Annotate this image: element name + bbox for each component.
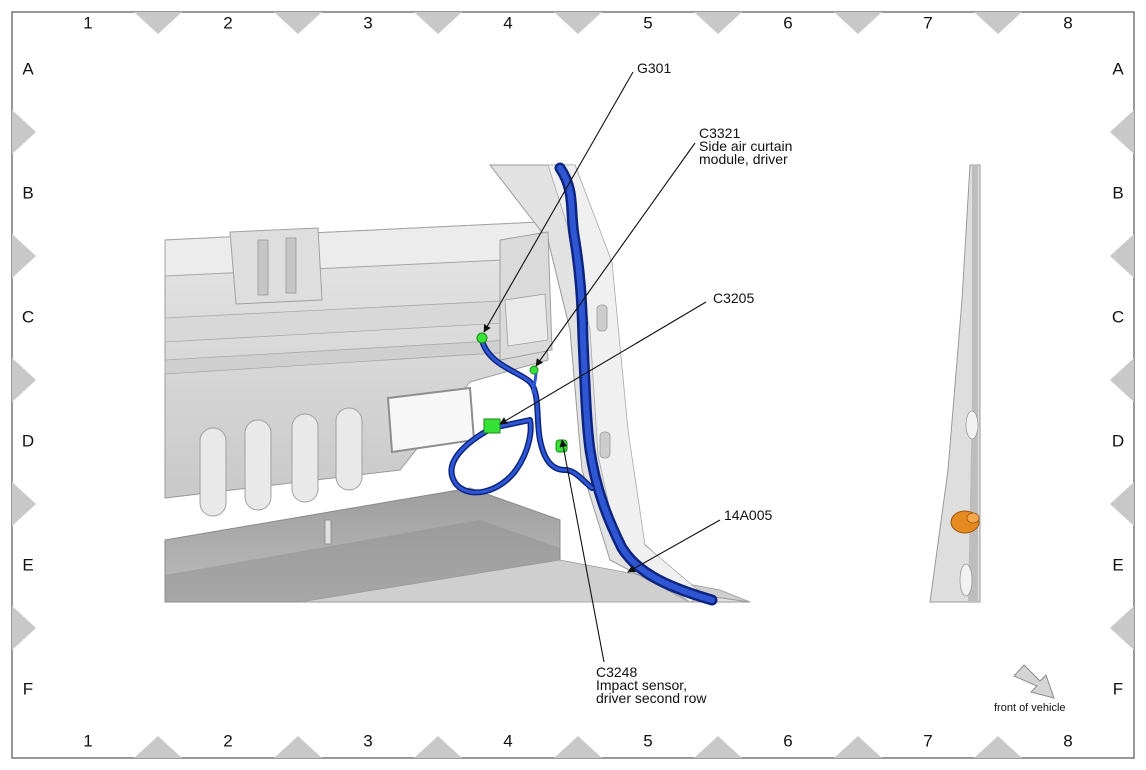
grid-row-label-right-C: C [1112, 307, 1124, 326]
grid-marker-top [834, 12, 882, 34]
grid-marker-top [414, 12, 462, 34]
svg-text:G301: G301 [637, 60, 671, 76]
front-direction-arrow-icon [1013, 664, 1055, 699]
grid-column-labels-top: 1 2 3 4 5 6 7 8 [83, 13, 1072, 32]
grid-column-labels-bottom: 1 2 3 4 5 6 7 8 [83, 731, 1072, 750]
grid-border-markers [12, 12, 1134, 758]
grid-row-label-left-A: A [22, 59, 34, 78]
front-of-vehicle-indicator: front of vehicle [994, 664, 1066, 714]
grid-row-label-left-D: D [22, 431, 34, 450]
grid-marker-bottom [834, 736, 882, 758]
leader-14a005 [627, 519, 721, 573]
grid-column-label-bottom-4: 4 [503, 731, 512, 750]
grid-column-label-bottom-8: 8 [1063, 731, 1072, 750]
grid-column-label-top-2: 2 [223, 13, 232, 32]
svg-text:C3321 Side air curtain: C3321 Side air curtain module, driver [699, 125, 796, 167]
grid-marker-bottom [134, 736, 182, 758]
grid-column-label-bottom-1: 1 [83, 731, 92, 750]
callout-c3205: C3205 [713, 290, 754, 306]
grid-marker-bottom [414, 736, 462, 758]
callout-g301: G301 [637, 60, 671, 76]
callout-c3321: C3321 Side air curtain module, driver [699, 125, 796, 167]
grid-column-label-top-3: 3 [363, 13, 372, 32]
grid-marker-right [1110, 110, 1134, 154]
grid-marker-bottom [274, 736, 322, 758]
svg-text:C3248 Impact sensor,: C3248 Impact sensor, driver second row [596, 664, 707, 706]
grid-marker-bottom [554, 736, 602, 758]
grid-row-label-left-B: B [22, 183, 33, 202]
callout-c3205-line-1: C3205 [713, 290, 754, 306]
grid-column-label-bottom-2: 2 [223, 731, 232, 750]
connector-c3248 [555, 439, 568, 453]
grid-row-label-right-E: E [1112, 555, 1123, 574]
grid-marker-right [1110, 358, 1134, 402]
grid-column-label-top-5: 5 [643, 13, 652, 32]
grid-column-label-top-7: 7 [923, 13, 932, 32]
callout-c3248-line-3: driver second row [596, 690, 707, 706]
grid-row-labels-right: A B C D E F [1112, 59, 1124, 698]
callout-c3248: C3248 Impact sensor, driver second row [596, 664, 707, 706]
grid-column-label-bottom-7: 7 [923, 731, 932, 750]
wiring-harness-14a005 [448, 162, 718, 606]
grid-column-label-top-4: 4 [503, 13, 512, 32]
grid-marker-top [554, 12, 602, 34]
orange-door-fastener [950, 510, 980, 534]
grid-marker-top [274, 12, 322, 34]
grid-marker-right [1110, 482, 1134, 526]
grid-column-label-bottom-3: 3 [363, 731, 372, 750]
grid-marker-top [134, 12, 182, 34]
grid-row-label-left-F: F [23, 679, 33, 698]
front-of-vehicle-label: front of vehicle [994, 702, 1066, 714]
grid-marker-right [1110, 606, 1134, 650]
grid-row-label-right-F: F [1113, 679, 1123, 698]
grid-column-label-top-6: 6 [783, 13, 792, 32]
leader-c3248 [559, 439, 605, 663]
grid-marker-left [12, 110, 36, 154]
grid-marker-left [12, 358, 36, 402]
svg-text:C3205: C3205 [713, 290, 754, 306]
grid-column-label-top-1: 1 [83, 13, 92, 32]
callout-c3248-line-2: Impact sensor, [596, 677, 687, 693]
leader-c3205 [499, 301, 707, 425]
callout-14a005-line-1: 14A005 [724, 507, 772, 523]
grid-column-label-bottom-5: 5 [643, 731, 652, 750]
leader-c3321 [535, 142, 696, 367]
grid-marker-right [1110, 234, 1134, 278]
grid-row-label-right-D: D [1112, 431, 1124, 450]
callout-14a005: 14A005 [724, 507, 772, 523]
cab-back-panel-illustration [164, 164, 751, 603]
grid-marker-left [12, 482, 36, 526]
leader-g301 [483, 71, 634, 333]
grid-marker-top [694, 12, 742, 34]
connector-c3205 [483, 418, 501, 434]
grid-row-label-right-B: B [1112, 183, 1123, 202]
connector-c3321 [529, 365, 539, 375]
grid-column-label-bottom-6: 6 [783, 731, 792, 750]
callout-leaders [483, 71, 721, 663]
grid-marker-left [12, 606, 36, 650]
callout-c3321-line-3: module, driver [699, 151, 788, 167]
grid-marker-top [974, 12, 1022, 34]
grid-row-label-left-C: C [22, 307, 34, 326]
grid-marker-bottom [974, 736, 1022, 758]
connector-g301 [476, 332, 488, 344]
grid-marker-left [12, 234, 36, 278]
grid-column-label-top-8: 8 [1063, 13, 1072, 32]
callout-c3321-line-2: Side air curtain [699, 138, 792, 154]
svg-text:14A005: 14A005 [724, 507, 772, 523]
callout-c3248-line-1: C3248 [596, 664, 637, 680]
door-edge-illustration [929, 164, 981, 603]
callout-c3321-line-1: C3321 [699, 125, 740, 141]
grid-row-label-left-E: E [22, 555, 33, 574]
grid-marker-bottom [694, 736, 742, 758]
grid-row-label-right-A: A [1112, 59, 1124, 78]
grid-row-labels-left: A B C D E F [22, 59, 34, 698]
callout-g301-line-1: G301 [637, 60, 671, 76]
